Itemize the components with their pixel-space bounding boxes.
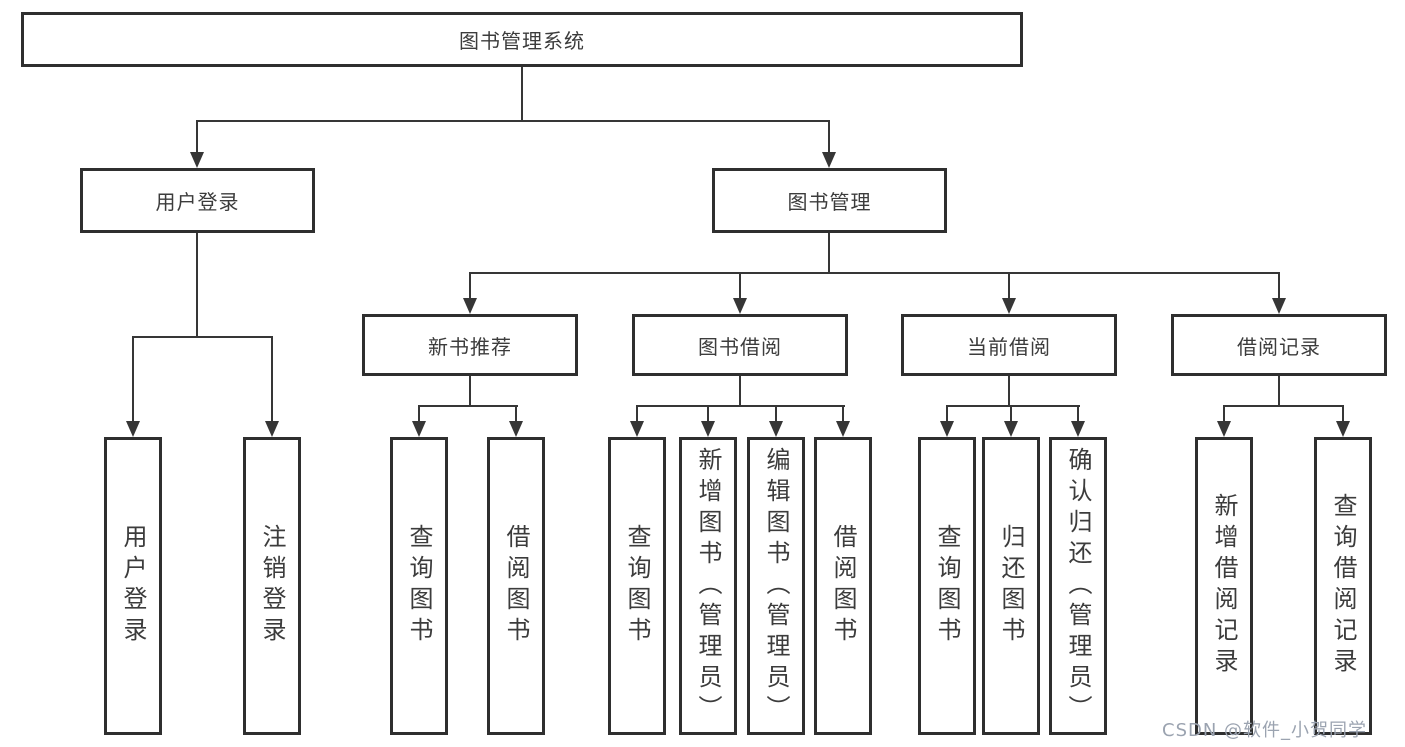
- node-current-borrowing-label: 当前借阅: [967, 334, 1051, 359]
- connector-drop-leaf: [515, 405, 517, 422]
- connector-drop-leaf: [707, 405, 709, 422]
- node-new-book-recommend-label: 新书推荐: [428, 334, 512, 359]
- arrow-down-icon: [126, 421, 140, 437]
- leaf-logout: 注销登录: [243, 437, 301, 735]
- arrow-down-icon: [463, 298, 477, 314]
- connector-drop-borrowing-records: [1278, 272, 1280, 299]
- csdn-watermark: CSDN @软件_小贺同学: [1162, 720, 1368, 741]
- arrow-down-icon: [1002, 298, 1016, 314]
- connector-drop-leaf: [946, 405, 948, 422]
- arrow-down-icon: [1217, 421, 1231, 437]
- leaf-add-borrow-record-label: 新增借阅记录: [1210, 493, 1238, 679]
- arrow-down-icon: [822, 152, 836, 168]
- arrow-down-icon: [190, 152, 204, 168]
- connector-root-branch: [196, 120, 830, 122]
- leaf-return-books: 归还图书: [982, 437, 1040, 735]
- arrow-down-icon: [1336, 421, 1350, 437]
- arrow-down-icon: [1071, 421, 1085, 437]
- connector-drop-book-management: [828, 120, 830, 153]
- leaf-borrow-books-recommend-label: 借阅图书: [502, 524, 530, 648]
- connector-drop-leaf: [132, 336, 134, 422]
- arrow-down-icon: [630, 421, 644, 437]
- arrow-down-icon: [836, 421, 850, 437]
- connector-drop-leaf: [1342, 405, 1344, 422]
- connector-drop-user-login: [196, 120, 198, 153]
- connector-drop-leaf: [418, 405, 420, 422]
- node-book-management-label: 图书管理: [787, 190, 872, 214]
- node-root: 图书管理系统: [21, 12, 1023, 67]
- node-user-login: 用户登录: [80, 168, 315, 233]
- leaf-query-books-recommend: 查询图书: [390, 437, 448, 735]
- node-book-borrowing-label: 图书借阅: [698, 334, 782, 359]
- connector-drop-new-book-recommend: [469, 272, 471, 299]
- connector-new-book-recommend-branch: [418, 405, 518, 407]
- leaf-borrow-books-label: 借阅图书: [829, 524, 857, 648]
- connector-current-borrowing-branch: [946, 405, 1080, 407]
- leaf-query-books-current-label: 查询图书: [933, 524, 961, 648]
- arrow-down-icon: [412, 421, 426, 437]
- leaf-confirm-return-admin: 确认归还（管理员）: [1049, 437, 1107, 735]
- connector-book-management-branch: [469, 272, 1280, 274]
- node-book-borrowing: 图书借阅: [632, 314, 848, 376]
- connector-new-book-recommend-stem: [469, 376, 471, 405]
- connector-drop-leaf: [636, 405, 638, 422]
- node-book-management: 图书管理: [712, 168, 947, 233]
- leaf-query-books-recommend-label: 查询图书: [405, 524, 433, 648]
- connector-current-borrowing-stem: [1008, 376, 1010, 405]
- arrow-down-icon: [1004, 421, 1018, 437]
- leaf-borrow-books-recommend: 借阅图书: [487, 437, 545, 735]
- leaf-edit-books-admin: 编辑图书（管理员）: [747, 437, 805, 735]
- connector-drop-book-borrowing: [739, 272, 741, 299]
- leaf-edit-books-admin-label: 编辑图书（管理员）: [762, 446, 790, 726]
- node-user-login-label: 用户登录: [155, 190, 240, 214]
- connector-book-borrowing-stem: [739, 376, 741, 405]
- connector-drop-leaf: [1223, 405, 1225, 422]
- leaf-user-login-label: 用户登录: [119, 524, 147, 648]
- connector-drop-leaf: [1010, 405, 1012, 422]
- leaf-query-books-borrowing-label: 查询图书: [623, 524, 651, 648]
- node-new-book-recommend: 新书推荐: [362, 314, 578, 376]
- connector-drop-leaf: [1077, 405, 1079, 422]
- node-borrowing-records-label: 借阅记录: [1237, 334, 1321, 359]
- connector-drop-leaf: [271, 336, 273, 422]
- connector-user-login-stem: [196, 233, 198, 336]
- arrow-down-icon: [265, 421, 279, 437]
- arrow-down-icon: [1272, 298, 1286, 314]
- leaf-borrow-books: 借阅图书: [814, 437, 872, 735]
- leaf-logout-label: 注销登录: [258, 524, 286, 648]
- connector-borrowing-records-branch: [1223, 405, 1344, 407]
- arrow-down-icon: [701, 421, 715, 437]
- connector-drop-current-borrowing: [1008, 272, 1010, 299]
- connector-book-management-stem: [828, 233, 830, 272]
- node-borrowing-records: 借阅记录: [1171, 314, 1387, 376]
- arrow-down-icon: [940, 421, 954, 437]
- arrow-down-icon: [733, 298, 747, 314]
- leaf-query-books-current: 查询图书: [918, 437, 976, 735]
- node-root-label: 图书管理系统: [459, 29, 585, 53]
- leaf-add-books-admin: 新增图书（管理员）: [679, 437, 737, 735]
- leaf-confirm-return-admin-label: 确认归还（管理员）: [1064, 446, 1092, 726]
- leaf-query-books-borrowing: 查询图书: [608, 437, 666, 735]
- leaf-user-login: 用户登录: [104, 437, 162, 735]
- connector-drop-leaf: [842, 405, 844, 422]
- leaf-query-borrow-record-label: 查询借阅记录: [1329, 493, 1357, 679]
- leaf-query-borrow-record: 查询借阅记录: [1314, 437, 1372, 735]
- connector-borrowing-records-stem: [1278, 376, 1280, 405]
- node-current-borrowing: 当前借阅: [901, 314, 1117, 376]
- connector-user-login-branch: [132, 336, 273, 338]
- connector-root-stem: [521, 67, 523, 120]
- leaf-add-books-admin-label: 新增图书（管理员）: [694, 446, 722, 726]
- arrow-down-icon: [509, 421, 523, 437]
- connector-drop-leaf: [775, 405, 777, 422]
- leaf-return-books-label: 归还图书: [997, 524, 1025, 648]
- leaf-add-borrow-record: 新增借阅记录: [1195, 437, 1253, 735]
- connector-book-borrowing-branch: [636, 405, 845, 407]
- arrow-down-icon: [769, 421, 783, 437]
